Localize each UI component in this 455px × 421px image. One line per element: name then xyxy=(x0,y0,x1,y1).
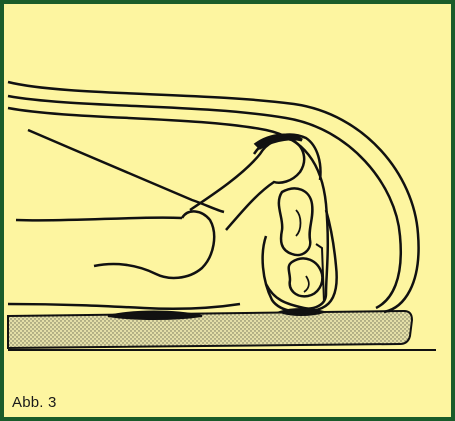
metatarsal-bone-top xyxy=(28,130,224,212)
shoe-upper-outer xyxy=(8,82,419,312)
toe-tip-callus xyxy=(280,309,324,315)
nail-line xyxy=(316,244,324,302)
metatarsal-head xyxy=(94,211,214,278)
plantar-callus xyxy=(108,312,202,320)
figure-caption: Abb. 3 xyxy=(12,394,57,411)
metatarsal-bone-bottom xyxy=(16,218,182,221)
foot-sole-line xyxy=(8,304,240,309)
insole-plate xyxy=(8,311,412,348)
middle-phalanx xyxy=(279,188,313,255)
foot-in-shoe-illustration xyxy=(4,4,451,417)
shoe-upper-inner xyxy=(8,96,401,308)
